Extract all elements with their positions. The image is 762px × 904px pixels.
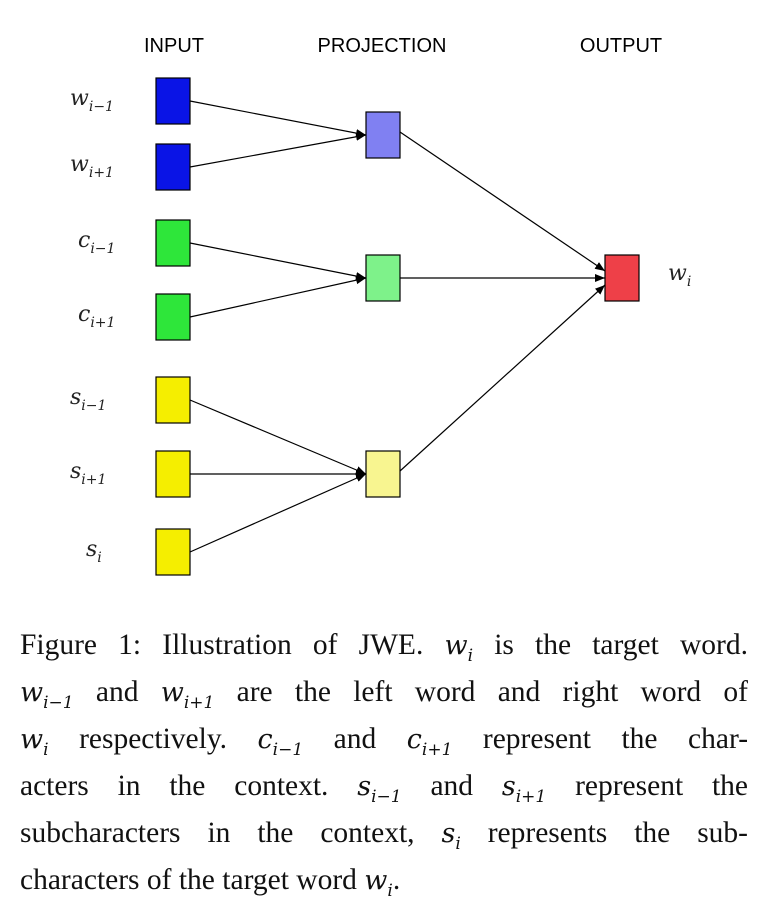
input-node-c-3 bbox=[155, 219, 191, 267]
math-w-i: wi bbox=[20, 724, 49, 760]
caption-line-1: Figure 1: Illustration of JWE. wi is the… bbox=[20, 622, 748, 669]
projection-node-word bbox=[365, 111, 401, 159]
caption-line-2: wi−1 and wi+1 are the left word and righ… bbox=[20, 669, 748, 716]
caption-text: and bbox=[333, 723, 377, 755]
caption-text: represent the char- bbox=[482, 723, 749, 755]
edge-input-3-to-projection-char bbox=[189, 242, 367, 280]
caption-line-3: wi respectively. ci−1 and ci+1 represent… bbox=[20, 716, 748, 763]
input-label-5: si−1 bbox=[70, 385, 106, 414]
caption-text: represent the bbox=[575, 770, 749, 802]
caption-text: is the target word. bbox=[494, 629, 748, 661]
caption-text: respectively. bbox=[79, 723, 228, 755]
jwe-architecture-diagram: INPUT PROJECTION OUTPUT wi−1 wi+1 ci−1 ci+1… bbox=[70, 35, 691, 576]
input-node-s-6 bbox=[155, 450, 191, 498]
edges bbox=[189, 100, 606, 553]
math-s-i-minus-1: si−1 bbox=[357, 771, 402, 807]
projection-node-sub bbox=[365, 450, 401, 498]
projection-column-header: PROJECTION bbox=[318, 35, 447, 57]
edge-input-1-to-projection-word bbox=[189, 100, 367, 138]
input-label-7: si bbox=[86, 537, 102, 566]
edge-input-2-to-projection-word bbox=[189, 132, 367, 168]
input-label-2: wi+1 bbox=[70, 152, 114, 181]
caption-text: acters in the context. bbox=[20, 770, 329, 802]
edge-input-4-to-projection-char bbox=[189, 276, 367, 318]
caption-text: and bbox=[430, 770, 474, 802]
caption-text: subcharacters in the context, bbox=[20, 817, 415, 849]
input-node-s-5 bbox=[155, 376, 191, 424]
input-label-6: si+1 bbox=[70, 459, 106, 488]
figure-caption: Figure 1: Illustration of JWE. wi is the… bbox=[20, 622, 748, 904]
input-node-w-1 bbox=[155, 77, 191, 125]
caption-text: characters of the target word bbox=[20, 864, 357, 896]
caption-text: and bbox=[95, 676, 139, 708]
input-label-3: ci−1 bbox=[78, 228, 115, 257]
math-w-i-minus-1: wi−1 bbox=[20, 677, 74, 713]
input-label-4: ci+1 bbox=[78, 302, 115, 331]
math-c-i-plus-1: ci+1 bbox=[406, 724, 453, 760]
caption-line-4: acters in the context. si−1 and si+1 rep… bbox=[20, 763, 748, 810]
caption-line-5: subcharacters in the context, si represe… bbox=[20, 810, 748, 857]
input-label-1: wi−1 bbox=[70, 86, 114, 115]
caption-text: represents the sub- bbox=[487, 817, 749, 849]
output-label: wi bbox=[668, 261, 691, 290]
input-column-header: INPUT bbox=[144, 35, 204, 57]
caption-line-6: characters of the target word wi. bbox=[20, 857, 748, 904]
edge-input-5-to-projection-sub bbox=[189, 399, 367, 475]
output-node bbox=[604, 254, 640, 302]
math-c-i-minus-1: ci−1 bbox=[257, 724, 304, 760]
projection-node-char bbox=[365, 254, 401, 302]
output-column-header: OUTPUT bbox=[580, 35, 662, 57]
math-w-i-plus-1: wi+1 bbox=[160, 677, 215, 713]
edge-projection-sub-to-output bbox=[399, 284, 606, 472]
math-s-i: si bbox=[441, 818, 461, 854]
caption-text: Figure 1: Illustration of JWE. bbox=[20, 629, 424, 661]
math-w-i: wi bbox=[364, 865, 393, 901]
input-node-w-2 bbox=[155, 143, 191, 191]
edge-projection-word-to-output bbox=[399, 131, 606, 272]
input-node-s-7 bbox=[155, 528, 191, 576]
math-s-i-plus-1: si+1 bbox=[501, 771, 547, 807]
math-w-i: wi bbox=[444, 630, 474, 666]
caption-text: . bbox=[392, 864, 401, 896]
caption-text: are the left word and right word of bbox=[236, 676, 748, 708]
edge-input-7-to-projection-sub bbox=[189, 473, 367, 553]
input-node-c-4 bbox=[155, 293, 191, 341]
nodes bbox=[155, 77, 640, 576]
